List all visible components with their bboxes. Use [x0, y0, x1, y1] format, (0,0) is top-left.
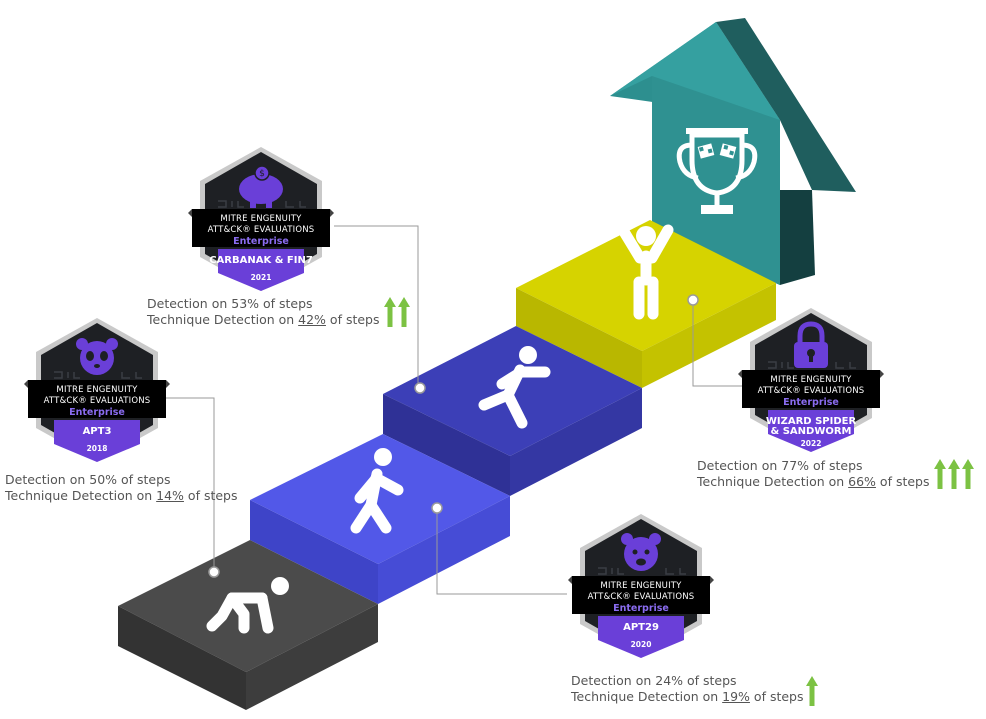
technique-percent: 19%	[722, 689, 750, 704]
technique-prefix: Technique Detection on	[571, 689, 723, 704]
technique-detection-text: Technique Detection on 19% of steps	[571, 689, 804, 705]
caption-wizard: Detection on 77% of steps Technique Dete…	[697, 458, 930, 490]
improvement-arrows-apt29	[806, 676, 818, 710]
badge-line-3: Enterprise	[233, 236, 289, 247]
badge-year: 2022	[800, 439, 822, 448]
badge-year: 2021	[250, 273, 272, 282]
running-person-icon	[478, 346, 551, 429]
detection-text: Detection on 24% of steps	[571, 673, 737, 688]
caption-carbanak: Detection on 53% of steps Technique Dete…	[147, 296, 380, 328]
badge-line-1: MITRE ENGENUITY	[56, 385, 138, 395]
badge-name: WIZARD SPIDER	[765, 416, 857, 427]
badge-year: 2018	[86, 444, 108, 453]
technique-percent: 14%	[156, 488, 184, 503]
badge-line-2: ATT&CK® EVALUATIONS	[587, 592, 695, 602]
badge-line-2: ATT&CK® EVALUATIONS	[43, 396, 151, 406]
step-1-gray	[118, 540, 378, 710]
walking-person-icon	[350, 448, 404, 534]
step-2-blue	[250, 434, 510, 604]
technique-suffix: of steps	[749, 689, 804, 704]
badge-line-2: ATT&CK® EVALUATIONS	[757, 386, 865, 396]
badge-name: CARBANAK & FIN7	[209, 255, 313, 266]
badge-line-2: ATT&CK® EVALUATIONS	[207, 225, 315, 235]
badge-shape: $	[188, 147, 334, 291]
up-arrow-icon	[806, 676, 818, 710]
badge-line-1: MITRE ENGENUITY	[770, 375, 852, 385]
badge-line-3: Enterprise	[783, 397, 839, 408]
up-arrow-icon	[934, 459, 946, 493]
piggy-bank-icon: $	[239, 165, 283, 208]
technique-percent: 66%	[848, 474, 876, 489]
technique-detection-text: Technique Detection on 42% of steps	[147, 312, 380, 328]
detection-text: Detection on 77% of steps	[697, 458, 863, 473]
technique-percent: 42%	[298, 312, 326, 327]
badge-line-3: Enterprise	[613, 603, 669, 614]
badge-name: APT29	[623, 622, 659, 633]
technique-prefix: Technique Detection on	[5, 488, 157, 503]
detection-text: Detection on 53% of steps	[147, 296, 313, 311]
technique-detection-text: Technique Detection on 14% of steps	[5, 488, 238, 504]
connector-dots	[208, 294, 699, 578]
trophy-icon	[676, 128, 758, 214]
improvement-arrows-carbanak	[384, 297, 410, 331]
detection-text: Detection on 50% of steps	[5, 472, 171, 487]
technique-detection-text: Technique Detection on 66% of steps	[697, 474, 930, 490]
badge-year: 2020	[630, 640, 652, 649]
caption-apt3: Detection on 50% of steps Technique Dete…	[5, 472, 238, 504]
panda-icon	[76, 338, 118, 375]
technique-prefix: Technique Detection on	[697, 474, 849, 489]
padlock-icon	[794, 321, 828, 368]
up-arrow-icon	[384, 297, 396, 331]
up-arrow-icon	[948, 459, 960, 493]
technique-suffix: of steps	[325, 312, 380, 327]
improvement-arrows-wizard	[934, 459, 974, 493]
technique-suffix: of steps	[183, 488, 238, 503]
connector-lines	[160, 225, 742, 595]
technique-prefix: Technique Detection on	[147, 312, 299, 327]
svg-text:$: $	[259, 169, 265, 179]
caption-apt29: Detection on 24% of steps Technique Dete…	[571, 673, 804, 705]
bear-icon	[621, 533, 661, 571]
badge-name: APT3	[82, 426, 112, 437]
badge-shape	[738, 308, 884, 452]
goal-arrow	[610, 18, 856, 285]
badge-line-1: MITRE ENGENUITY	[220, 214, 302, 224]
checkered-flags-icon	[697, 143, 737, 159]
badge-line-3: Enterprise	[69, 407, 125, 418]
technique-suffix: of steps	[875, 474, 930, 489]
badge-name-2: & SANDWORM	[770, 426, 852, 437]
crouching-start-icon	[206, 577, 289, 634]
up-arrow-icon	[962, 459, 974, 493]
badge-shape	[24, 318, 170, 462]
badge-line-1: MITRE ENGENUITY	[600, 581, 682, 591]
up-arrow-icon	[398, 297, 410, 331]
celebrating-person-icon	[617, 224, 674, 320]
badge-shape	[568, 514, 714, 658]
